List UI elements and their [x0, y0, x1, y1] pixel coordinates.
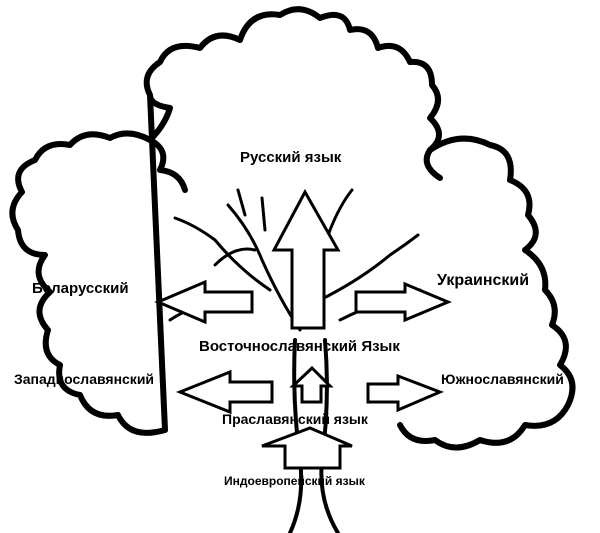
label-belarusian: Беларусский: [32, 280, 129, 297]
label-russian-language: Русский язык: [240, 149, 342, 166]
tree-canopy-icon: [9, 6, 576, 451]
arrow-right-ukrainian-icon: [354, 281, 452, 323]
arrow-up-east-slavic-icon: [289, 365, 334, 404]
arrow-left-belarusian-icon: [154, 279, 254, 325]
label-indo-european: Индоевропейский язык: [224, 474, 365, 488]
label-west-slavic: Западнославянский: [14, 371, 155, 387]
arrow-left-west-slavic-icon: [175, 369, 274, 415]
arrow-up-proto-slavic-icon: [261, 426, 353, 470]
arrow-right-south-slavic-icon: [366, 373, 444, 413]
label-south-slavic: Южнославянский: [441, 371, 564, 387]
label-ukrainian: Украинский: [437, 272, 530, 289]
arrow-up-russian-icon: [271, 188, 341, 330]
label-proto-slavic: Праславянский язык: [222, 411, 368, 427]
label-east-slavic: Восточнославянский Язык: [199, 338, 400, 355]
